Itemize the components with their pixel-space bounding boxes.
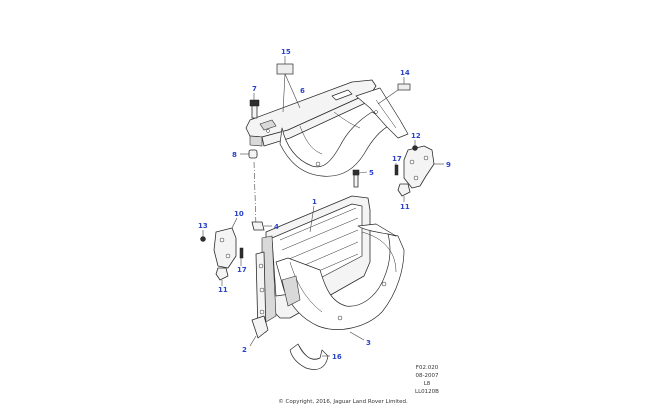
radiator-assembly [255,195,371,335]
bolt-17-left [239,247,244,266]
callout-5: 5 [369,169,374,177]
nut-11-left [215,267,229,286]
callout-9: 9 [446,161,451,169]
lower-fan-shroud [275,223,405,341]
label-decals [276,56,301,113]
callout-6: 6 [300,87,305,95]
screw-5 [352,169,368,188]
reference-block: F02.020 08-2007 L8 LL0120B [415,365,439,395]
callout-7: 7 [252,85,257,93]
label-decal-14 [377,77,411,105]
nut-11-right [397,183,411,202]
reference-code: LL0120B [415,389,439,395]
clip-4 [251,221,272,231]
bolt-7 [249,93,260,119]
bolt-13 [200,230,206,242]
bracket-9 [403,145,444,189]
upper-fan-cowl [245,79,409,177]
callout-12: 12 [411,132,421,140]
callout-11-left: 11 [218,286,228,294]
callout-13: 13 [198,222,208,230]
seal-16 [289,343,330,370]
callout-1: 1 [312,198,317,206]
reference-figure: F02.020 [416,365,439,371]
callout-14: 14 [400,69,410,77]
hose-clip-2 [249,315,269,347]
callout-2: 2 [242,346,247,354]
callout-11-right: 11 [400,203,410,211]
callout-16: 16 [332,353,342,361]
callout-17-left: 17 [237,266,247,274]
callout-8: 8 [232,151,237,159]
assembly-centreline [253,161,257,227]
callout-4: 4 [274,223,279,231]
callout-10: 10 [234,210,244,218]
bracket-10 [213,217,238,269]
callout-17-right: 17 [392,155,402,163]
callout-15: 15 [281,48,291,56]
bolt-12 [412,140,418,151]
copyright-notice: © Copyright, 2016, Jaguar Land Rover Lim… [278,398,408,405]
reference-model: L8 [424,381,431,387]
bolt-17-right [394,163,399,176]
callout-3: 3 [366,339,371,347]
reference-date: 08-2007 [416,373,439,379]
grommet-8 [240,149,258,159]
